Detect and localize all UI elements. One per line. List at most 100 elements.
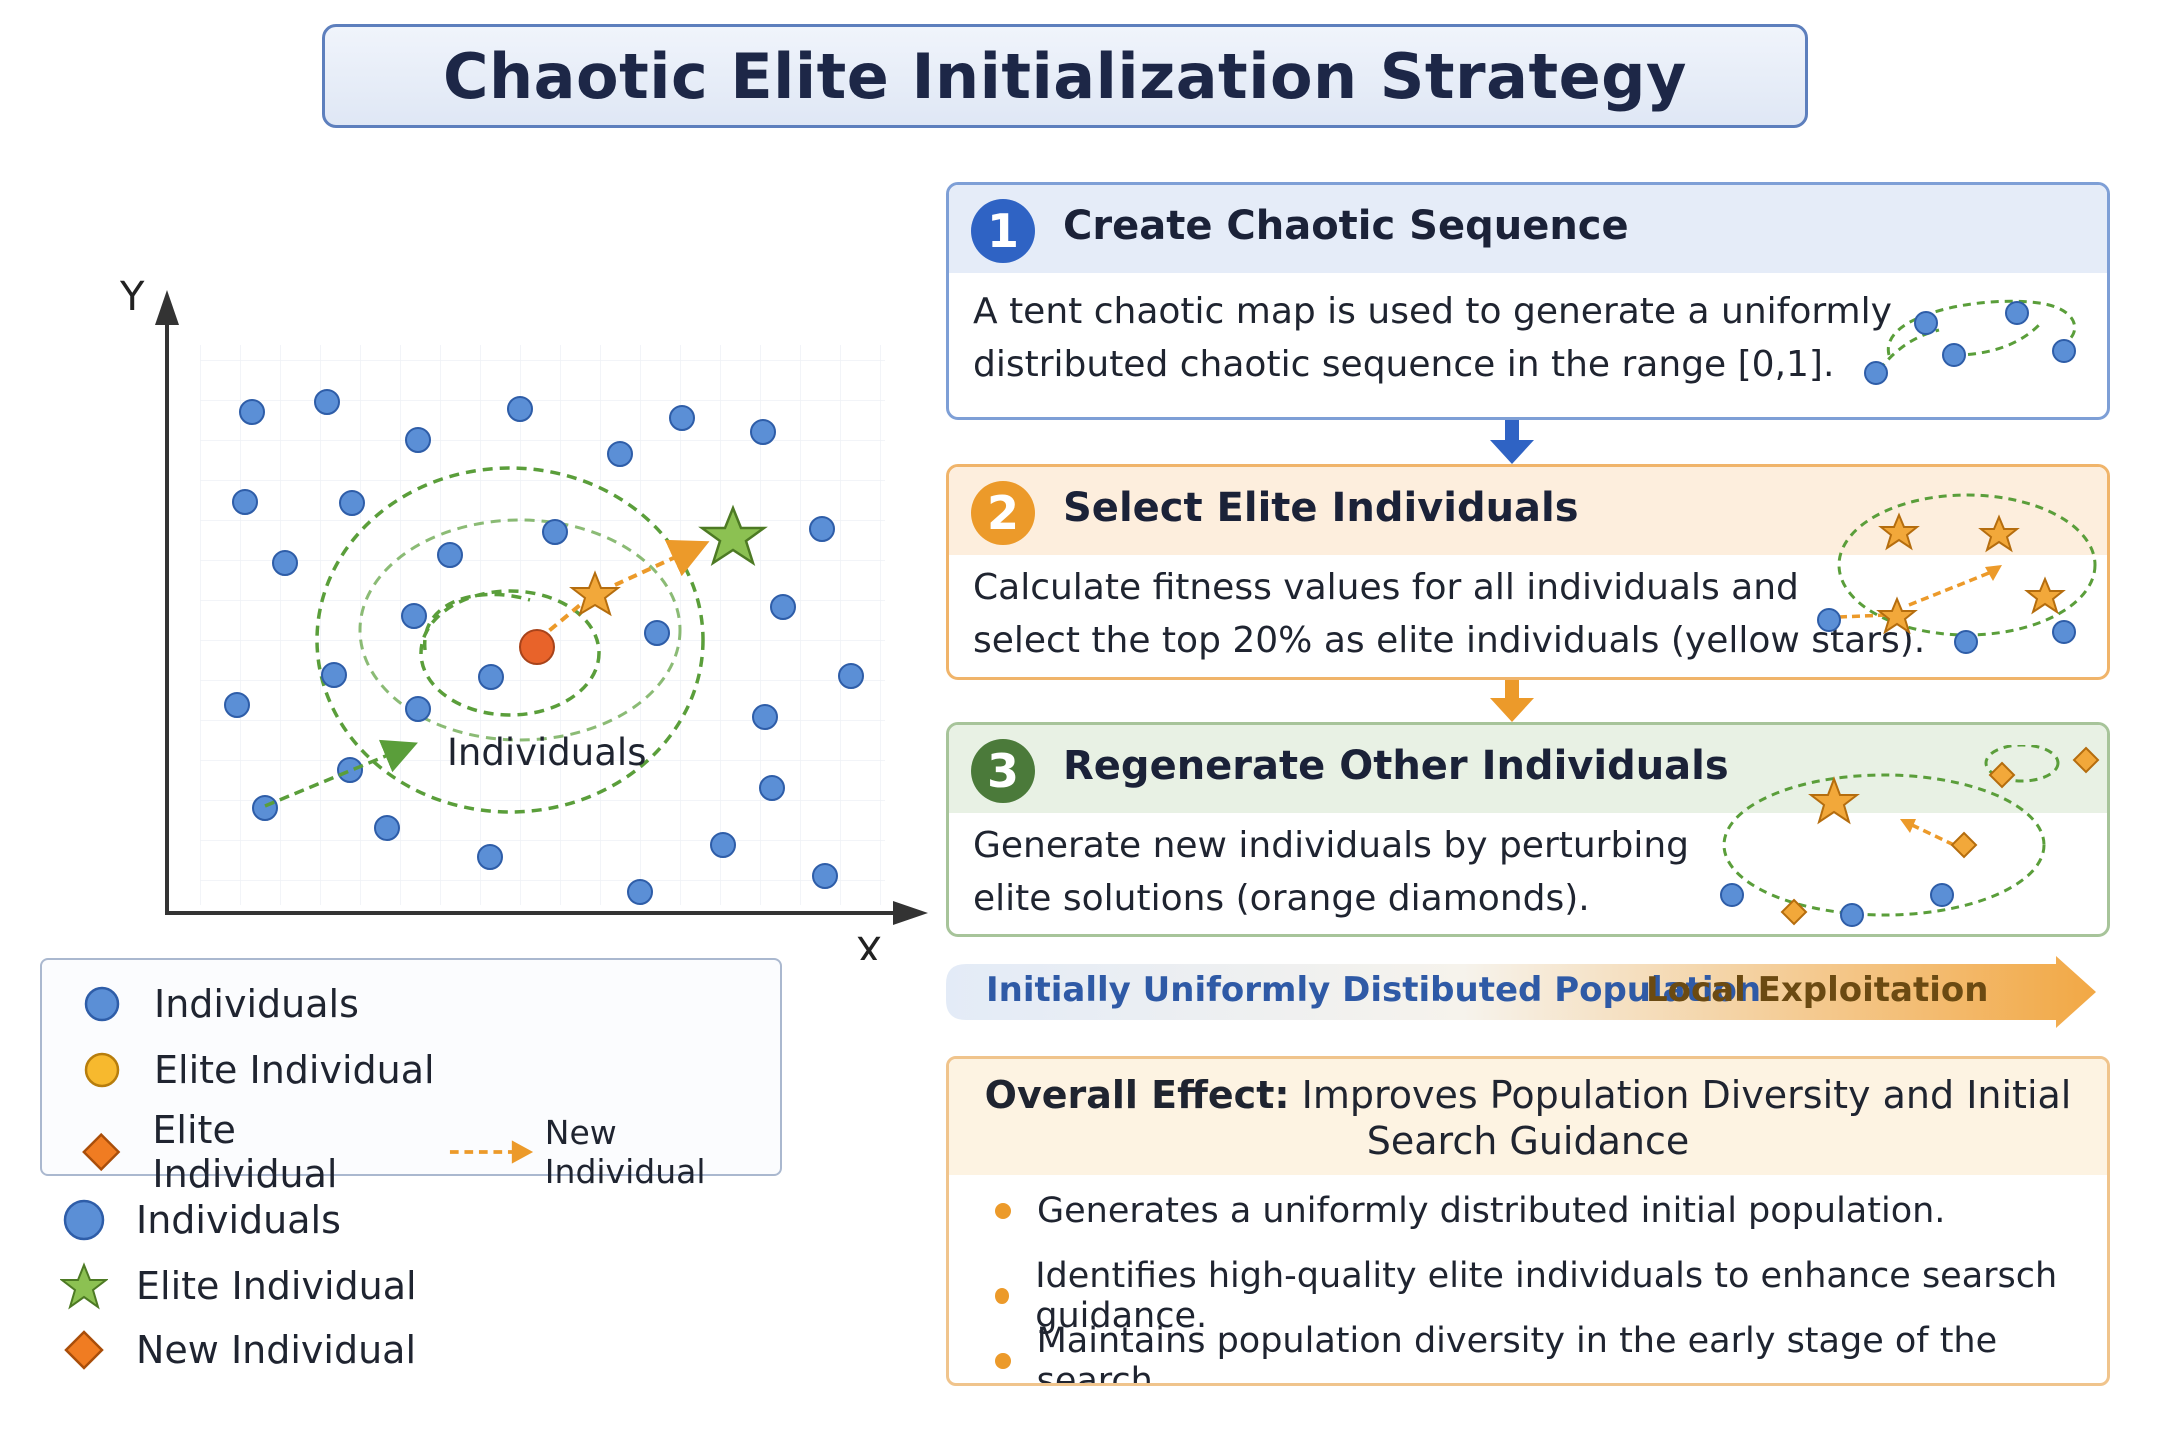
- legend-plain: Individuals Elite Individual New Individ…: [60, 1196, 580, 1396]
- individual-point: [507, 396, 533, 422]
- individual-points: [224, 389, 864, 905]
- x-axis-arrow: [893, 901, 928, 925]
- title-banner: Chaotic Elite Initialization Strategy: [322, 24, 1808, 128]
- individual-point: [405, 427, 431, 453]
- step-text-line: Generate new individuals by perturbing: [973, 825, 1689, 866]
- step-header: 2 Select Elite Individuals: [949, 467, 2107, 555]
- center-to-elite-arrow: [536, 603, 582, 642]
- effect-heading-text: Improves Population Diversity and Initia…: [1289, 1073, 2072, 1117]
- x-axis-label: X: [855, 930, 882, 960]
- individual-point: [644, 620, 670, 646]
- individual-point: [224, 692, 250, 718]
- individual-point: [478, 664, 504, 690]
- legend-item-elite-diamond: Elite Individual New Individual: [78, 1108, 780, 1196]
- legend-label: Elite Individual: [152, 1108, 338, 1196]
- individual-point: [752, 704, 778, 730]
- step-description: Calculate fitness values for all individ…: [973, 561, 1925, 667]
- flow-arrow-down-icon: [1490, 680, 1534, 722]
- progress-banner: Initially Uniformly Distibuted Populatio…: [946, 956, 2096, 1028]
- legend-item-individuals: Individuals: [78, 980, 359, 1028]
- banner-left-text: Initially Uniformly Distibuted Populatio…: [986, 970, 1762, 1010]
- inner-spiral-path: [419, 589, 601, 717]
- step-header: 1 Create Chaotic Sequence: [949, 185, 2107, 273]
- individual-point: [710, 832, 736, 858]
- banner-right-text: Local Exploitation: [1646, 970, 1989, 1010]
- legend-item-elite-circle: Elite Individual: [78, 1046, 435, 1094]
- individual-point: [542, 519, 568, 545]
- step-title: Create Chaotic Sequence: [1063, 203, 1629, 249]
- individual-point: [339, 490, 365, 516]
- legend-arrow-label: New Individual: [544, 1113, 706, 1191]
- individual-point: [405, 696, 431, 722]
- effect-label: Overall Effect:: [984, 1073, 1290, 1117]
- orange-diamond-icon: [82, 1132, 121, 1172]
- middle-spiral-path: [315, 466, 705, 814]
- orange-dashed-arrow-icon: [449, 1140, 533, 1164]
- step-text-line: Calculate fitness values for all individ…: [973, 567, 1799, 608]
- step-description: A tent chaotic map is used to generate a…: [973, 285, 1892, 391]
- bullet-dot-icon: [995, 1288, 1010, 1304]
- step-number-badge: 1: [971, 199, 1035, 263]
- effect-heading-line2: Search Guidance: [1366, 1119, 1690, 1163]
- flow-arrow-down-icon: [1490, 420, 1534, 464]
- current-individual-marker: [519, 629, 555, 665]
- bullet-dot-icon: [995, 1353, 1011, 1369]
- step-title: Select Elite Individuals: [1063, 485, 1579, 531]
- scatter-plot: Y X Individuals: [119, 274, 928, 960]
- step-description: Generate new individuals by perturbing e…: [973, 819, 1689, 925]
- individual-point: [607, 441, 633, 467]
- spiral-inner-arc: [423, 592, 531, 651]
- individual-point: [239, 399, 265, 425]
- step-text-line: elite solutions (orange diamonds).: [973, 878, 1590, 919]
- legend-label: Elite Individual: [154, 1048, 435, 1092]
- individual-point: [669, 405, 695, 431]
- legend-item-individuals: Individuals: [60, 1196, 341, 1244]
- effect-bullet: Maintains population diversity in the ea…: [995, 1321, 2107, 1383]
- y-axis-arrow: [155, 290, 179, 325]
- exploration-arrow: [264, 739, 418, 808]
- step-2-panel: 2 Select Elite Individuals Calculate fit…: [946, 464, 2110, 680]
- individual-point: [437, 542, 463, 568]
- elite-selection-icon: [1817, 493, 2097, 654]
- legend-item-new-individual: New Individual: [60, 1326, 416, 1374]
- bullet-dot-icon: [995, 1203, 1011, 1219]
- effect-bullet: Identifies high-quality elite individual…: [995, 1256, 2107, 1336]
- step-3-panel: 3 Regenerate Other Individuals Generate …: [946, 722, 2110, 937]
- step-title: Regenerate Other Individuals: [1063, 743, 1729, 789]
- individual-point: [770, 594, 796, 620]
- step-number-badge: 2: [971, 481, 1035, 545]
- legend-label: Elite Individual: [136, 1264, 417, 1308]
- individual-point: [750, 419, 776, 445]
- individual-point: [809, 516, 835, 542]
- chaotic-sequence-icon: [1864, 299, 2077, 385]
- individual-point: [314, 389, 340, 415]
- banner-arrow-shape: [946, 956, 2096, 1028]
- individual-point: [337, 757, 363, 783]
- regeneration-icon: [1720, 745, 2100, 927]
- step-header: 3 Regenerate Other Individuals: [949, 725, 2107, 813]
- legend-label: Individuals: [154, 982, 359, 1026]
- individual-point: [627, 879, 653, 905]
- individual-point: [252, 795, 278, 821]
- effect-bullet: Generates a uniformly distributed initia…: [995, 1191, 1945, 1231]
- step-text-line: distributed chaotic sequence in the rang…: [973, 344, 1835, 385]
- step-text-line: select the top 20% as elite individuals …: [973, 620, 1926, 661]
- individual-point: [232, 489, 258, 515]
- individual-point: [812, 863, 838, 889]
- individual-point: [838, 663, 864, 689]
- best-star-marker: [698, 504, 768, 566]
- blue-circle-icon: [84, 986, 120, 1022]
- step-1-panel: 1 Create Chaotic Sequence A tent chaotic…: [946, 182, 2110, 420]
- elite-star-marker: [569, 570, 621, 617]
- legend-item-elite-star: Elite Individual: [60, 1262, 417, 1310]
- y-axis-label: Y: [119, 274, 145, 320]
- spiral-arc: [358, 518, 682, 742]
- effect-header: Overall Effect: Improves Population Dive…: [949, 1059, 2107, 1175]
- individual-point: [401, 603, 427, 629]
- individual-point: [759, 775, 785, 801]
- individual-point: [374, 815, 400, 841]
- legend-label: New Individual: [136, 1328, 417, 1372]
- step-number-badge: 3: [971, 739, 1035, 803]
- individuals-label: Individuals: [447, 731, 646, 774]
- yellow-circle-icon: [84, 1052, 120, 1088]
